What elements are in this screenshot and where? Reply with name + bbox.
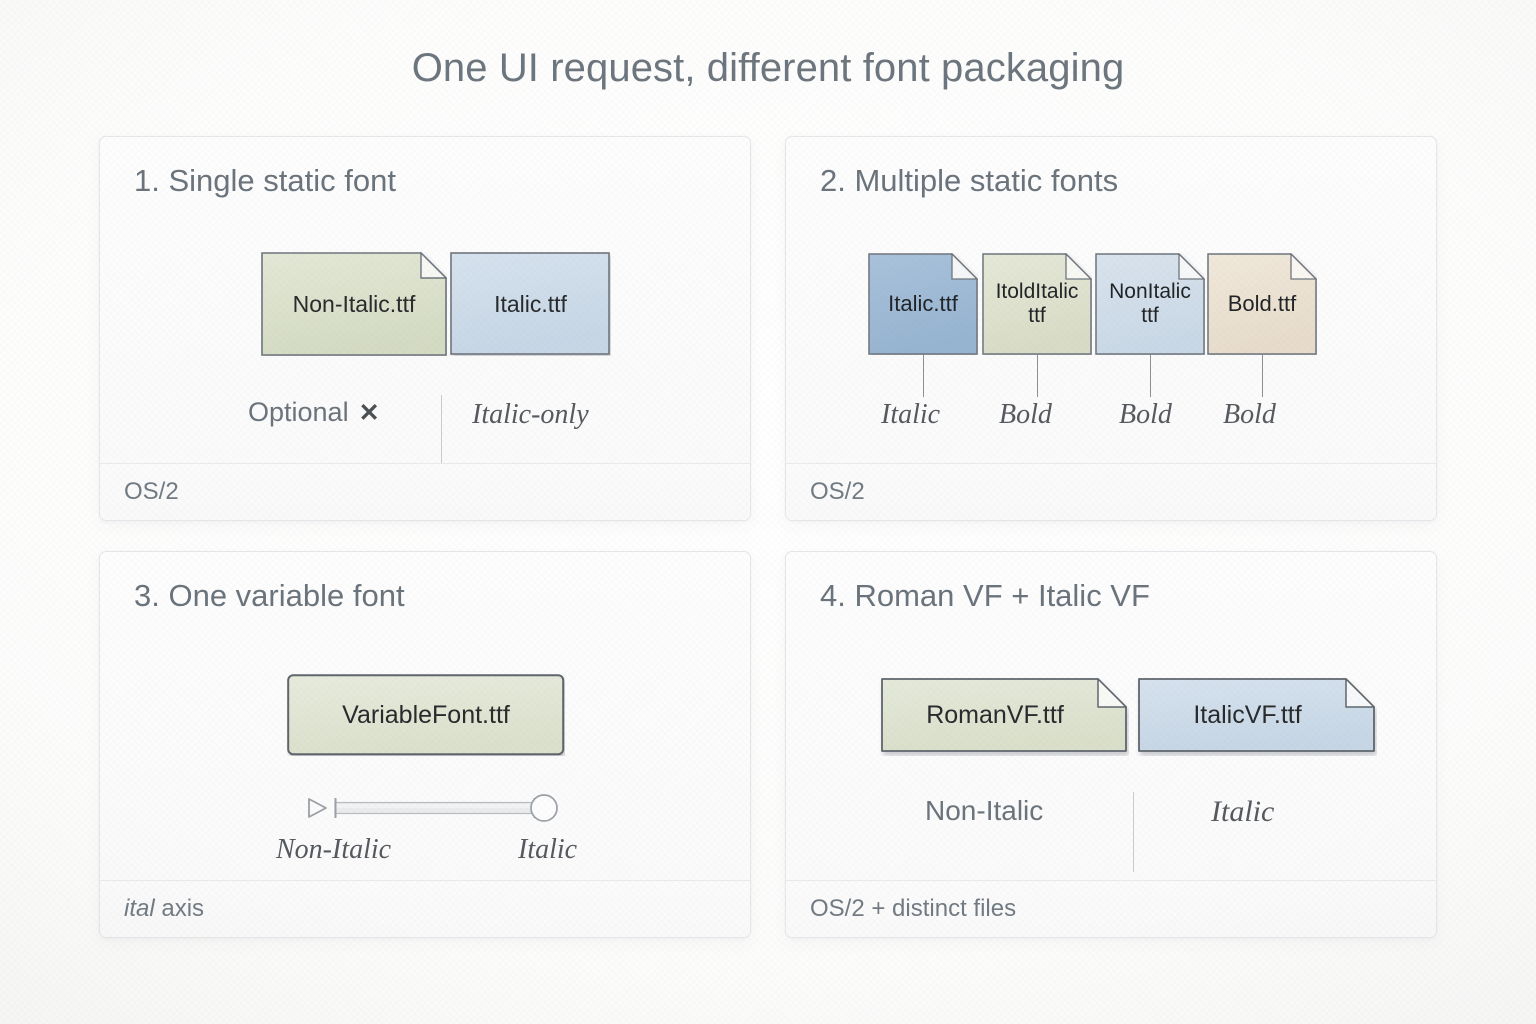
file-card-non-italic[interactable]: Non-Italic.ttf [261, 252, 447, 356]
caption-optional: Optional ✕ [248, 397, 380, 428]
file-card-itolditalic[interactable]: ItoldItalic ttf [982, 253, 1092, 355]
panel-footer-text: ital axis [124, 895, 204, 923]
ital-axis-slider[interactable] [305, 792, 565, 824]
caption-italic: Italic [881, 399, 941, 430]
caption-non-italic: Non-Italic [925, 795, 1044, 826]
slider-label-right: Italic [518, 834, 578, 865]
panel-footer: OS/2 [100, 463, 750, 520]
file-card-label: Non-Italic.ttf [292, 290, 416, 317]
file-card-bold[interactable]: Bold.ttf [1207, 253, 1317, 355]
connector-line [923, 355, 925, 397]
page-title: One UI request, different font packaging [411, 46, 1125, 90]
connector-line [1150, 355, 1152, 397]
file-card-shape [881, 678, 1127, 752]
panel-footer-text: OS/2 [810, 478, 865, 505]
file-card-shape [982, 253, 1092, 355]
panel-footer: ital axis [100, 880, 750, 937]
file-card-label: Italic.ttf [494, 290, 567, 317]
panel-title: 1. Single static font [134, 163, 396, 198]
file-card-variable-font[interactable]: VariableFont.ttf [287, 674, 565, 756]
connector-line [1037, 355, 1039, 397]
file-card-shape [450, 252, 610, 355]
file-card-label: NonItalic [1109, 279, 1191, 303]
panel-footer: OS/2 [786, 463, 1436, 520]
file-card-label-line2: ttf [1028, 304, 1046, 327]
panel-footer: OS/2 + distinct files [786, 880, 1436, 937]
caption-italic-only: Italic-only [472, 399, 589, 430]
file-card-label: Italic.ttf [888, 291, 958, 316]
file-card-shape [287, 674, 565, 756]
caption-bold-2: Bold [1119, 399, 1172, 430]
file-card-roman-vf[interactable]: RomanVF.ttf [879, 674, 1129, 756]
connector-line [1262, 355, 1264, 397]
file-card-shape [1207, 253, 1317, 355]
panel-one-variable-font: 3. One variable font VariableFont.ttf [99, 551, 751, 938]
file-card-italic-vf[interactable]: ItalicVF.ttf [1136, 674, 1377, 756]
panel-title: 3. One variable font [134, 578, 405, 613]
caption-bold-3: Bold [1223, 399, 1276, 430]
caption-bold-1: Bold [999, 399, 1052, 430]
file-card-shape [1138, 678, 1375, 752]
file-card-shape [1095, 253, 1205, 355]
panel-single-static-font: 1. Single static font Non-Italic.ttf [99, 136, 751, 521]
panel-footer-text: OS/2 + distinct files [810, 895, 1017, 922]
play-triangle-icon [308, 798, 327, 818]
file-card-label-line2: ttf [1141, 304, 1159, 327]
file-card-italic[interactable]: Italic.ttf [450, 252, 611, 356]
panel-multiple-static-fonts: 2. Multiple static fonts Italic.ttf [785, 136, 1437, 521]
panel-title: 4. Roman VF + Italic VF [820, 578, 1150, 613]
caption-divider [1133, 792, 1134, 872]
file-card-label: ItoldItalic [995, 279, 1079, 303]
caption-italic: Italic [1211, 795, 1275, 828]
panel-footer-suffix: axis [154, 895, 205, 922]
panel-roman-vf-italic-vf: 4. Roman VF + Italic VF RomanVF.ttf [785, 551, 1437, 938]
file-card-label: ItalicVF.ttf [1193, 700, 1302, 729]
panel-footer-text: OS/2 [124, 478, 179, 505]
slider-label-left: Non-Italic [276, 834, 392, 865]
slider-graphic[interactable] [305, 792, 565, 824]
slider-knob [530, 794, 558, 822]
file-card-italic[interactable]: Italic.ttf [868, 253, 978, 355]
file-card-label: RomanVF.ttf [926, 700, 1064, 729]
file-card-label: VariableFont.ttf [342, 700, 510, 729]
file-card-shape [261, 252, 447, 356]
caption-optional-text: Optional [248, 397, 349, 427]
caption-divider [441, 395, 442, 465]
x-mark-icon: ✕ [358, 399, 380, 427]
file-card-shape [868, 253, 978, 355]
panel-title: 2. Multiple static fonts [820, 163, 1119, 198]
file-card-nonitalic[interactable]: NonItalic ttf [1095, 253, 1205, 355]
panel-footer-italic-prefix: ital [124, 895, 155, 922]
file-card-label: Bold.ttf [1227, 291, 1297, 316]
